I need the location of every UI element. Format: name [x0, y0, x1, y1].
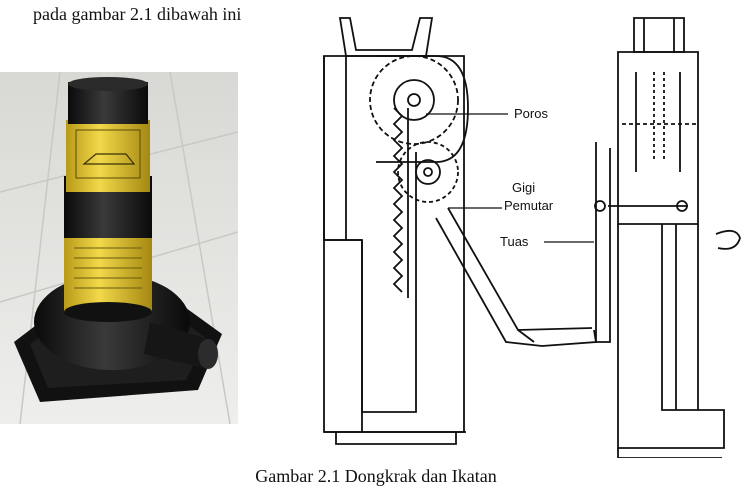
label-tuas: Tuas [500, 234, 529, 249]
label-pemutar: Pemutar [504, 198, 554, 213]
jack-diagram: Poros Gigi Pemutar Tuas [323, 17, 741, 458]
figure-caption: Gambar 2.1 Dongkrak dan Ikatan [255, 466, 497, 486]
label-gigi: Gigi [512, 180, 535, 195]
jack-photo [0, 72, 238, 424]
intro-text: pada gambar 2.1 dibawah ini [33, 4, 242, 24]
label-poros: Poros [514, 106, 548, 121]
